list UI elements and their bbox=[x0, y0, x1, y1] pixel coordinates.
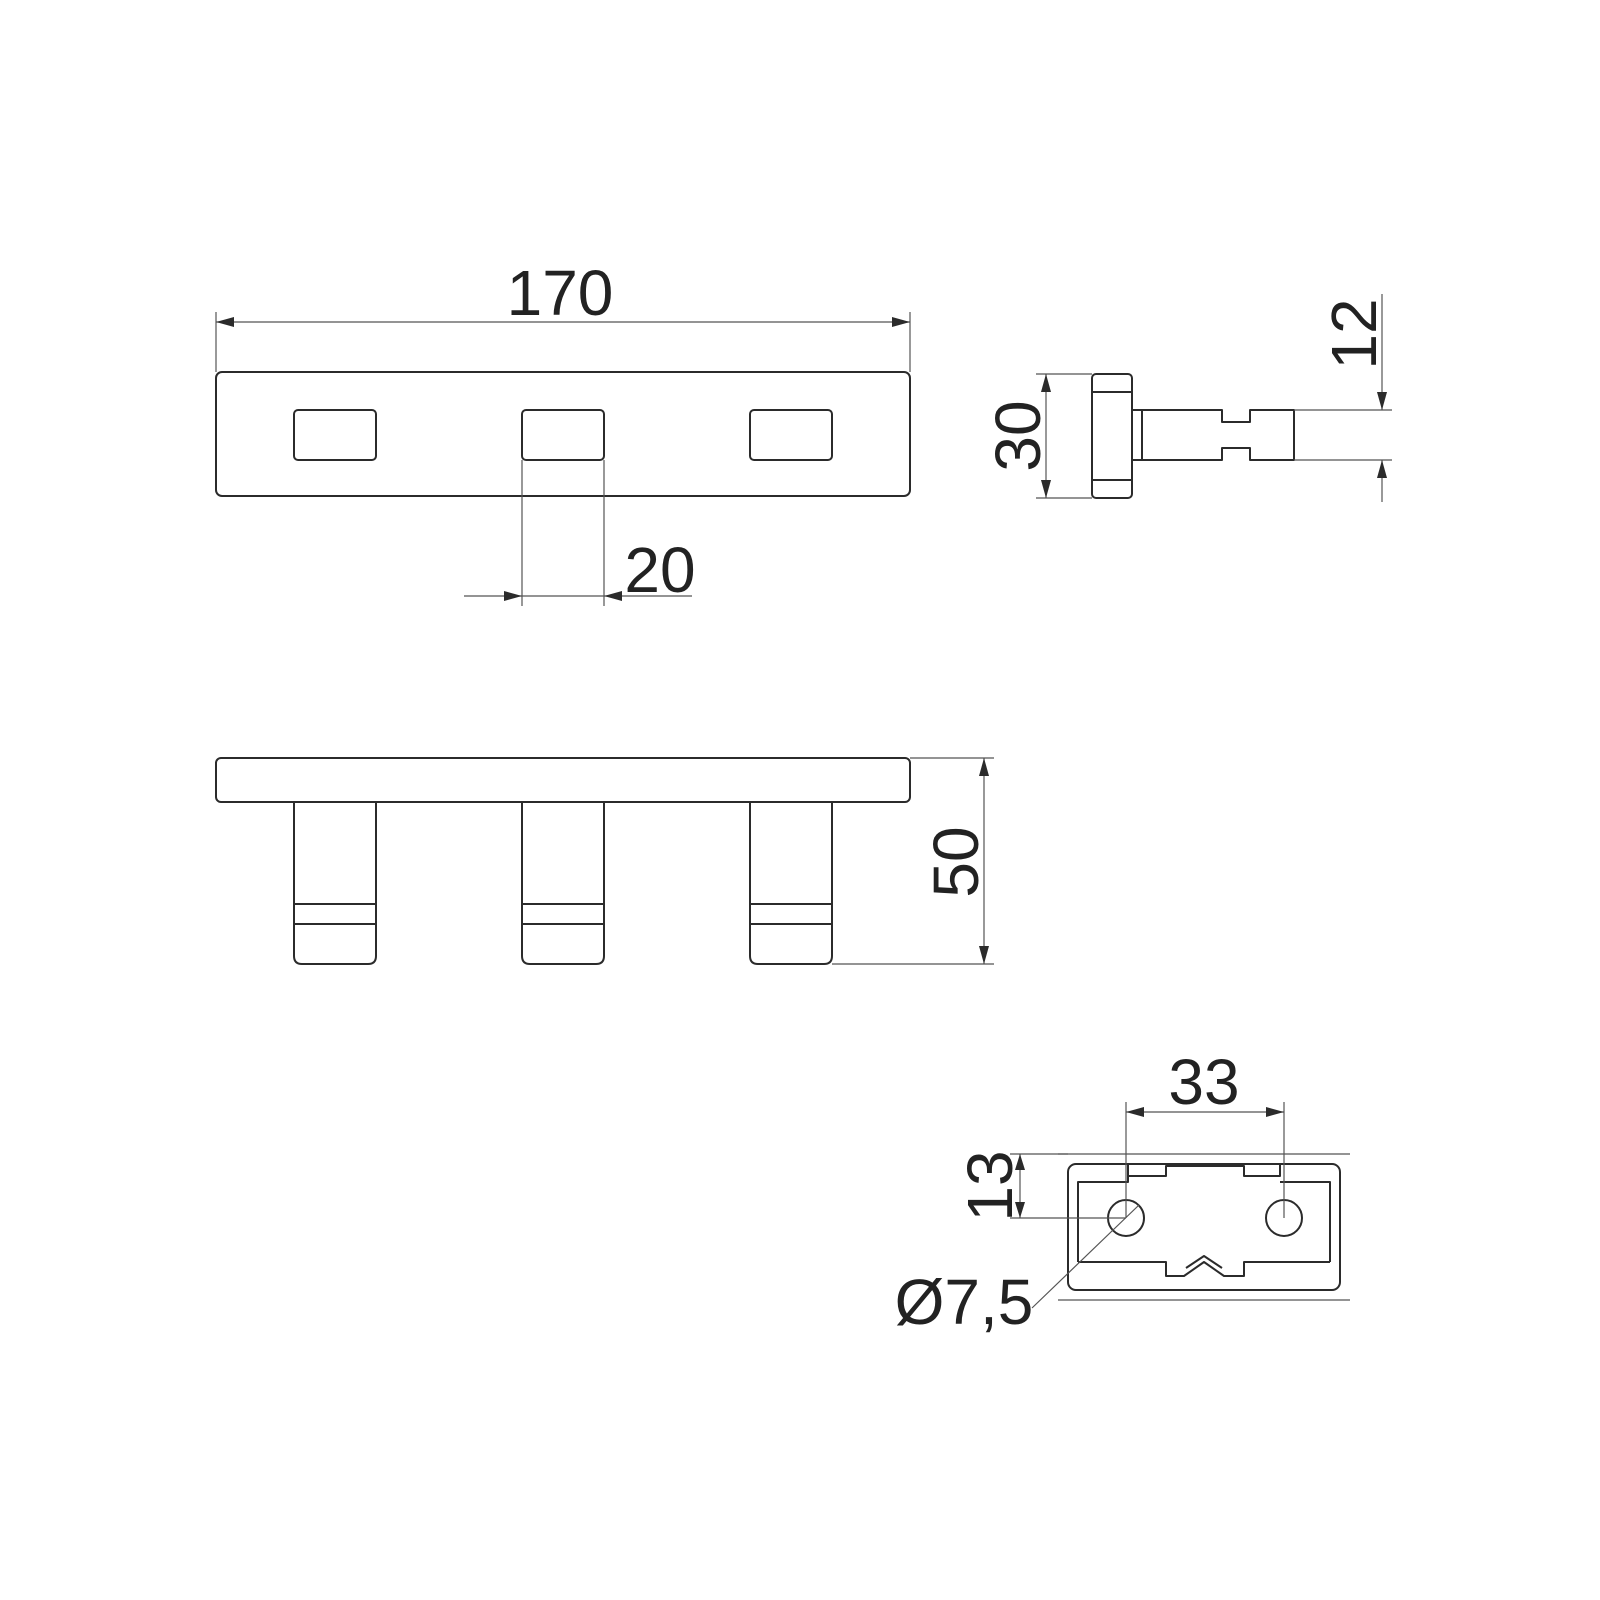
top-hook-2 bbox=[521, 802, 605, 965]
front-hook-2 bbox=[521, 409, 605, 461]
top-hook-1 bbox=[293, 802, 377, 965]
bracket-bottom-clip bbox=[1078, 1261, 1330, 1277]
dim-projection: 50 bbox=[832, 757, 994, 965]
bracket-top-notches bbox=[1127, 1164, 1281, 1182]
hook-thickness-label: 12 bbox=[1318, 298, 1390, 369]
overall-length-label: 170 bbox=[507, 257, 614, 329]
hole-offset-label: 13 bbox=[954, 1150, 1026, 1221]
side-plate bbox=[1091, 373, 1133, 499]
bracket-inner-left bbox=[1077, 1164, 1129, 1262]
hole-spacing-label: 33 bbox=[1168, 1046, 1239, 1118]
hook-width-label: 20 bbox=[624, 534, 695, 606]
top-hook-3 bbox=[749, 802, 833, 965]
front-hook-1 bbox=[293, 409, 377, 461]
dim-hook-width: 20 bbox=[464, 460, 696, 606]
bracket-outline bbox=[1067, 1163, 1341, 1291]
dim-hook-thickness: 12 bbox=[1294, 294, 1392, 502]
side-view: 30 12 bbox=[982, 294, 1392, 502]
front-hook-3 bbox=[749, 409, 833, 461]
plate-height-label: 30 bbox=[982, 400, 1054, 471]
bracket-clip-tab bbox=[1185, 1255, 1223, 1269]
dim-hole-diameter: Ø7,5 bbox=[895, 1204, 1140, 1338]
top-plate bbox=[215, 757, 911, 803]
hole-diameter-label: Ø7,5 bbox=[895, 1266, 1034, 1338]
dim-hole-spacing: 33 bbox=[1125, 1046, 1285, 1218]
front-view: 170 20 bbox=[215, 257, 911, 606]
dim-plate-height: 30 bbox=[982, 373, 1092, 499]
top-view: 50 bbox=[215, 757, 994, 965]
side-hook-profile bbox=[1132, 409, 1295, 461]
bracket-view: 33 13 Ø7,5 bbox=[895, 1046, 1350, 1338]
dim-overall-length: 170 bbox=[215, 257, 911, 372]
front-plate bbox=[215, 371, 911, 497]
dim-hole-offset: 13 bbox=[954, 1150, 1126, 1222]
bracket-inner-right bbox=[1280, 1181, 1331, 1262]
projection-label: 50 bbox=[920, 826, 992, 897]
